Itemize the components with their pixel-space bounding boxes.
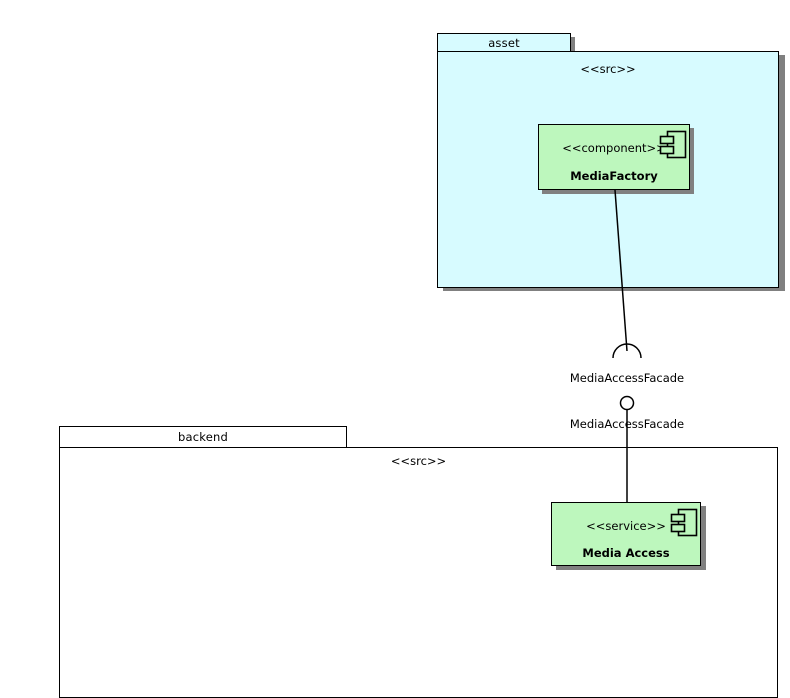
media-access-stereotype: <<service>> (586, 519, 666, 533)
backend-package-stereotype: <<src>> (390, 454, 447, 468)
component-icon (670, 508, 698, 537)
component-icon (659, 130, 687, 159)
required-interface-label: MediaAccessFacade (569, 371, 685, 385)
ball-circle (619, 395, 635, 411)
asset-package-name: asset (488, 35, 520, 50)
backend-package-body[interactable] (59, 447, 778, 698)
backend-package-tab[interactable]: backend (59, 426, 347, 448)
asset-package-stereotype: <<src>> (580, 62, 636, 76)
media-access-name: Media Access (582, 546, 670, 560)
media-factory-stereotype: <<component>> (562, 141, 666, 155)
provided-interface-label: MediaAccessFacade (569, 417, 685, 431)
media-factory-name: MediaFactory (570, 169, 658, 183)
media-access-component[interactable]: <<service>> Media Access (551, 502, 701, 566)
backend-package-name: backend (178, 430, 228, 444)
socket-arc (612, 343, 642, 359)
asset-package-tab[interactable]: asset (437, 33, 571, 52)
media-factory-component[interactable]: <<component>> MediaFactory (538, 124, 690, 190)
